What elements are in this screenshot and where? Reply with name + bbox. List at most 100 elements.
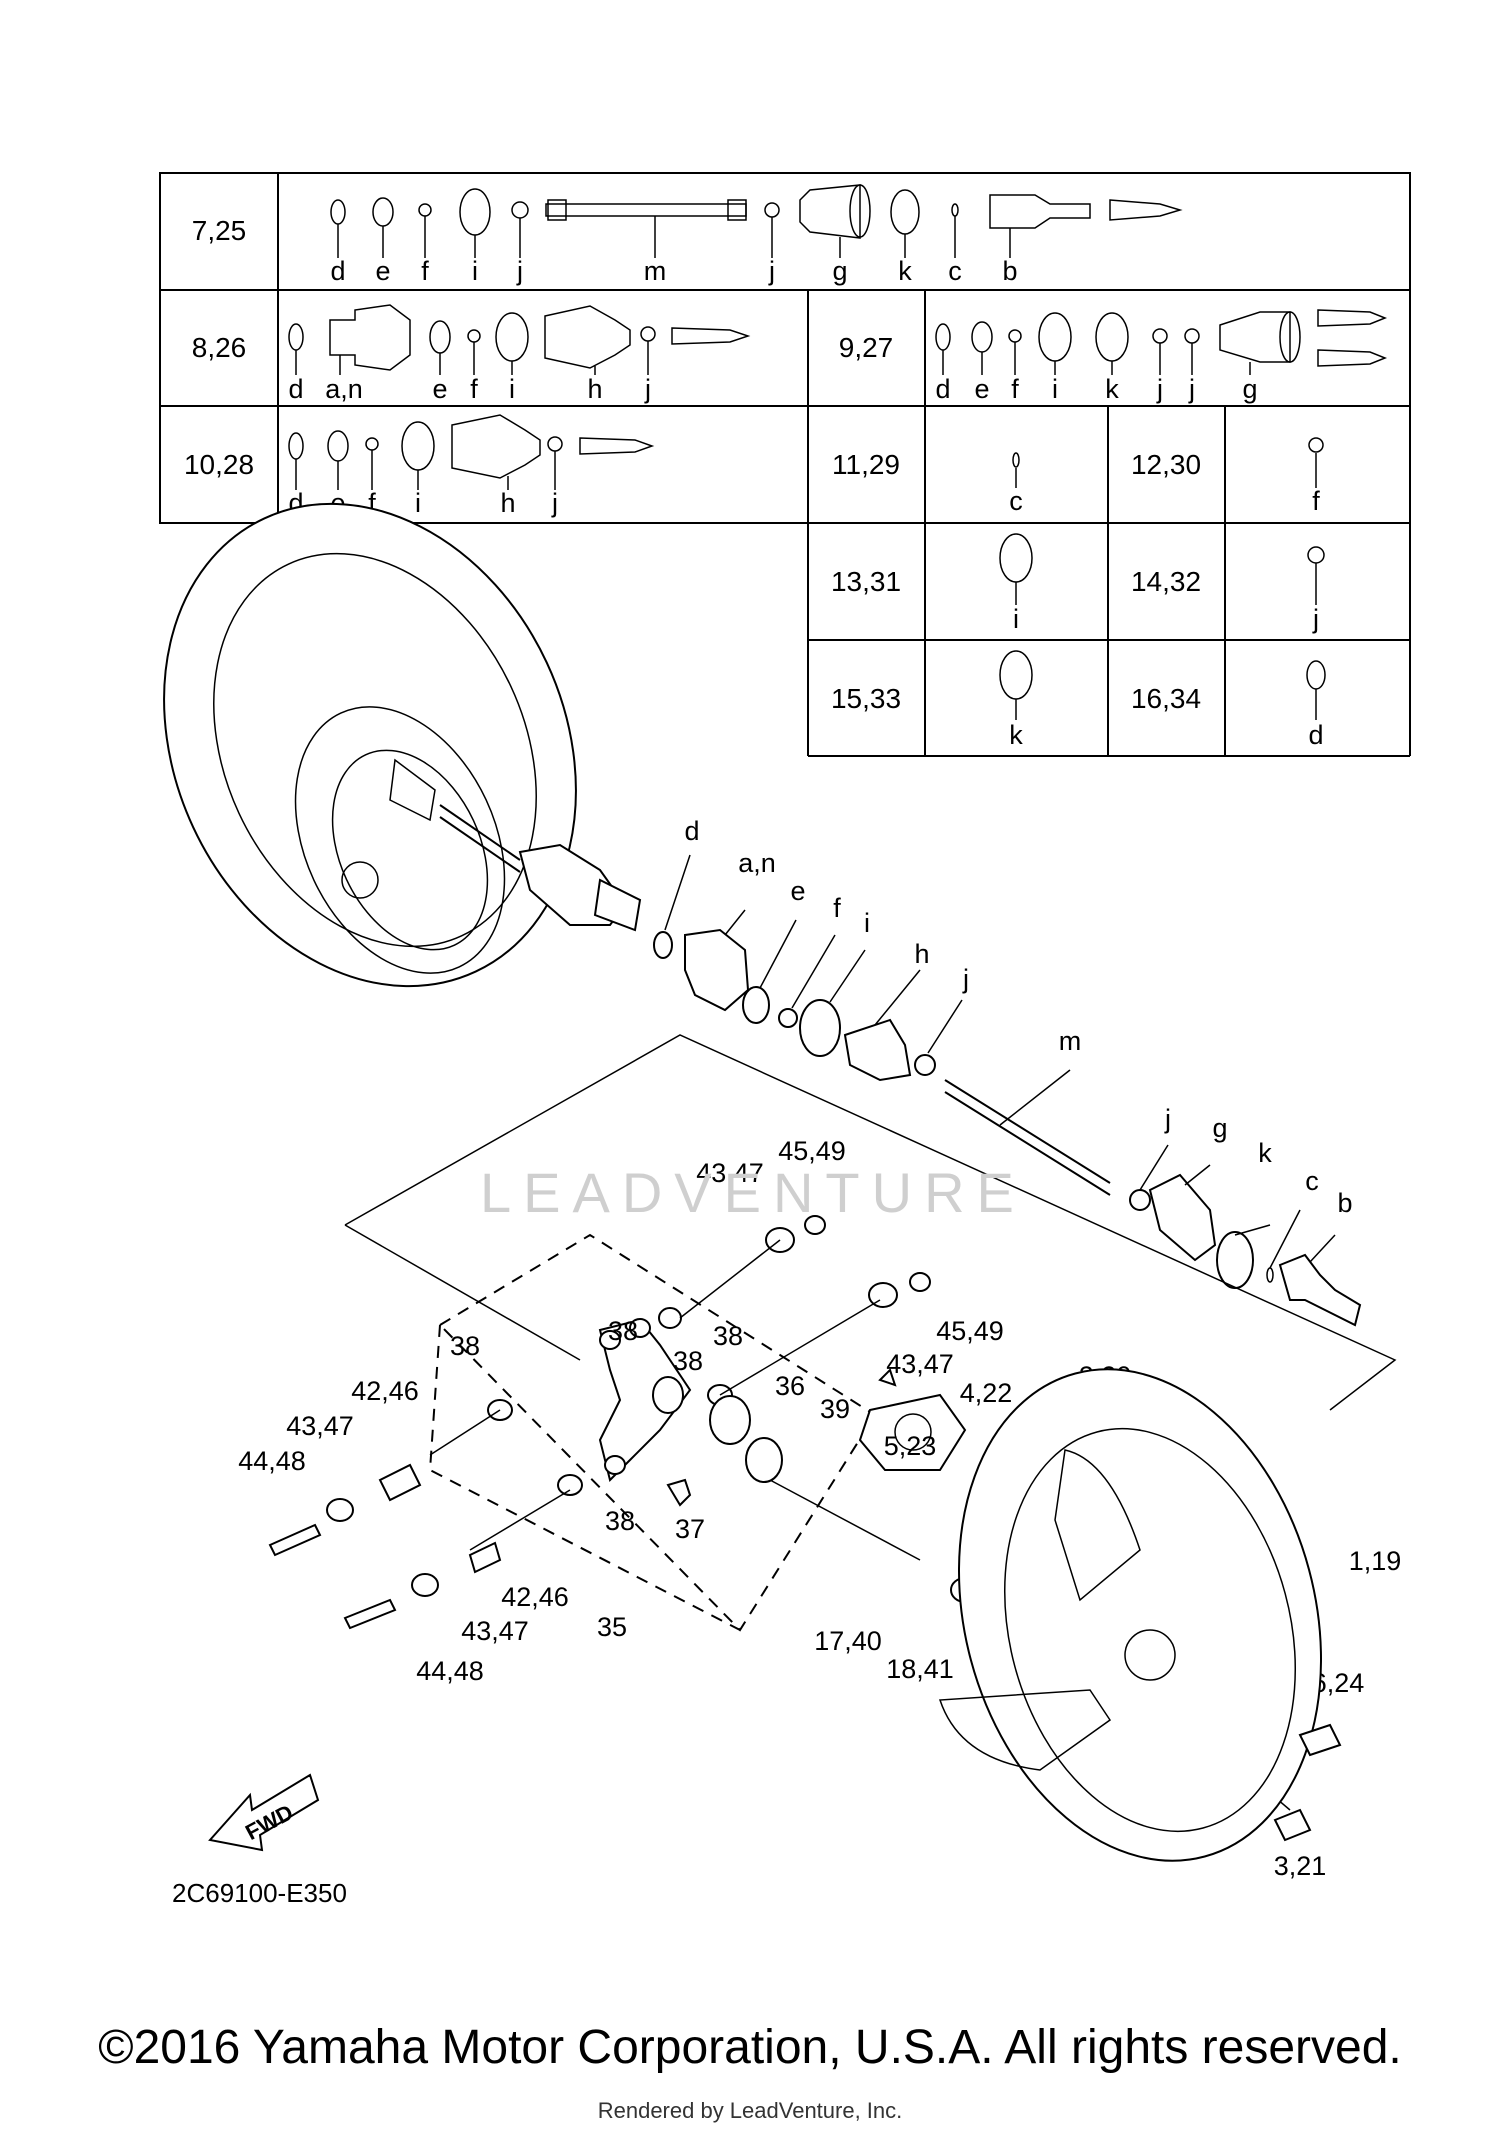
callout-j: j	[962, 964, 969, 994]
callout-3-21: 3,21	[1274, 1851, 1327, 1881]
row-7-label-d: d	[330, 256, 345, 286]
callout-1-19: 1,19	[1349, 1546, 1402, 1576]
callout-c: c	[1305, 1166, 1319, 1196]
callout-45-49-b: 45,49	[936, 1316, 1004, 1346]
row-9-label-d: d	[935, 374, 950, 404]
callout-45-49: 45,49	[778, 1136, 846, 1166]
callout-b: b	[1337, 1188, 1352, 1218]
row-10-label-i: i	[415, 488, 421, 518]
row-8-26-parts: d a,n e f i h j	[288, 304, 751, 404]
hub-plate	[858, 1393, 967, 1471]
callout-38-b: 38	[673, 1346, 703, 1376]
row-7-25-parts: d e f i j m j g k c b	[330, 184, 1183, 286]
callout-k: k	[1258, 1138, 1272, 1168]
row-10-label-h: h	[500, 488, 515, 518]
copyright-line: ©2016 Yamaha Motor Corporation, U.S.A. A…	[98, 2021, 1402, 2074]
cell-13-label-i: i	[1013, 604, 1019, 634]
row-7-label-c: c	[948, 256, 962, 286]
row-7-label-e: e	[375, 256, 390, 286]
row-ref-12-30: 12,30	[1131, 449, 1201, 480]
row-7-label-m: m	[644, 256, 667, 286]
row-9-label-e: e	[974, 374, 989, 404]
row-10-label-j: j	[551, 488, 558, 518]
cell-14-label-j: j	[1312, 604, 1319, 634]
single-part-cells: c f i j k d	[999, 437, 1326, 750]
row-ref-10-28: 10,28	[184, 449, 254, 480]
callout-38-a: 38	[450, 1331, 480, 1361]
row-ref-16-34: 16,34	[1131, 683, 1201, 714]
callout-5-23: 5,23	[884, 1431, 937, 1461]
figure-code: 2C69100-E350	[172, 1878, 347, 1908]
row-7-label-j: j	[516, 256, 523, 286]
row-8-label-f: f	[470, 374, 478, 404]
cell-11-label-c: c	[1009, 486, 1023, 516]
row-ref-13-31: 13,31	[831, 566, 901, 597]
row-8-label-an: a,n	[325, 374, 363, 404]
parts-table: 7,25 8,26 9,27 10,28 11,29 12,30 13,31 1…	[159, 172, 1411, 757]
cell-15-label-k: k	[1009, 720, 1023, 750]
row-10-28-parts: d e f i h j	[288, 414, 655, 518]
callout-j2: j	[1164, 1104, 1171, 1134]
row-10-label-f: f	[368, 488, 376, 518]
row-9-label-i: i	[1052, 374, 1058, 404]
row-8-label-h: h	[587, 374, 602, 404]
callout-18-41: 18,41	[886, 1654, 954, 1684]
row-8-label-d: d	[288, 374, 303, 404]
row-7-label-k: k	[898, 256, 912, 286]
callout-36: 36	[775, 1371, 805, 1401]
callout-an: a,n	[738, 848, 776, 878]
watermark: LEADVENTURE	[480, 1161, 1026, 1224]
row-ref-8-26: 8,26	[192, 332, 247, 363]
row-7-label-g: g	[832, 256, 847, 286]
callout-d: d	[684, 816, 699, 846]
callout-38-c: 38	[713, 1321, 743, 1351]
drive-shaft-assembly	[439, 804, 1362, 1327]
callout-g: g	[1212, 1113, 1227, 1143]
callout-44-48-b: 44,48	[416, 1656, 484, 1686]
callout-m: m	[1059, 1026, 1082, 1056]
cell-12-label-f: f	[1312, 486, 1320, 516]
callout-43-47: 43,47	[696, 1158, 764, 1188]
row-ref-15-33: 15,33	[831, 683, 901, 714]
row-7-label-j2: j	[768, 256, 775, 286]
callout-17-40: 17,40	[814, 1626, 882, 1656]
callout-43-47-d: 43,47	[461, 1616, 529, 1646]
row-7-label-b: b	[1002, 256, 1017, 286]
row-7-label-f: f	[421, 256, 429, 286]
row-9-label-f: f	[1011, 374, 1019, 404]
callout-42-46: 42,46	[351, 1376, 419, 1406]
callout-44-48: 44,48	[238, 1446, 306, 1476]
row-ref-11-29: 11,29	[832, 449, 900, 480]
callout-43-47-c: 43,47	[286, 1411, 354, 1441]
callout-42-46-b: 42,46	[501, 1582, 569, 1612]
cell-16-label-d: d	[1308, 720, 1323, 750]
callout-e: e	[790, 876, 805, 906]
rendered-by: Rendered by LeadVenture, Inc.	[597, 2098, 903, 2123]
callout-4-22: 4,22	[960, 1378, 1013, 1408]
callout-38-e: 38	[608, 1316, 638, 1346]
callout-35: 35	[597, 1612, 627, 1642]
row-9-label-j: j	[1156, 374, 1163, 404]
callout-37: 37	[675, 1514, 705, 1544]
callout-38-d: 38	[605, 1506, 635, 1536]
row-8-label-e: e	[432, 374, 447, 404]
right-wheel	[938, 1368, 1342, 1862]
row-8-label-i: i	[509, 374, 515, 404]
left-wheel	[163, 502, 577, 988]
callout-43-47-b: 43,47	[886, 1349, 954, 1379]
row-9-label-j2: j	[1188, 374, 1195, 404]
row-ref-7-25: 7,25	[192, 215, 247, 246]
row-9-label-g: g	[1242, 374, 1257, 404]
row-9-label-k: k	[1105, 374, 1119, 404]
callout-f: f	[833, 893, 841, 923]
row-8-label-j: j	[644, 374, 651, 404]
row-ref-14-32: 14,32	[1131, 566, 1201, 597]
row-9-27-parts: d e f i k j j g	[935, 309, 1388, 404]
callout-h: h	[914, 939, 929, 969]
row-7-label-i: i	[472, 256, 478, 286]
callout-i: i	[864, 908, 870, 938]
knuckle	[598, 1318, 692, 1482]
row-ref-9-27: 9,27	[839, 332, 894, 363]
fwd-arrow-icon: FWD	[208, 1773, 320, 1852]
